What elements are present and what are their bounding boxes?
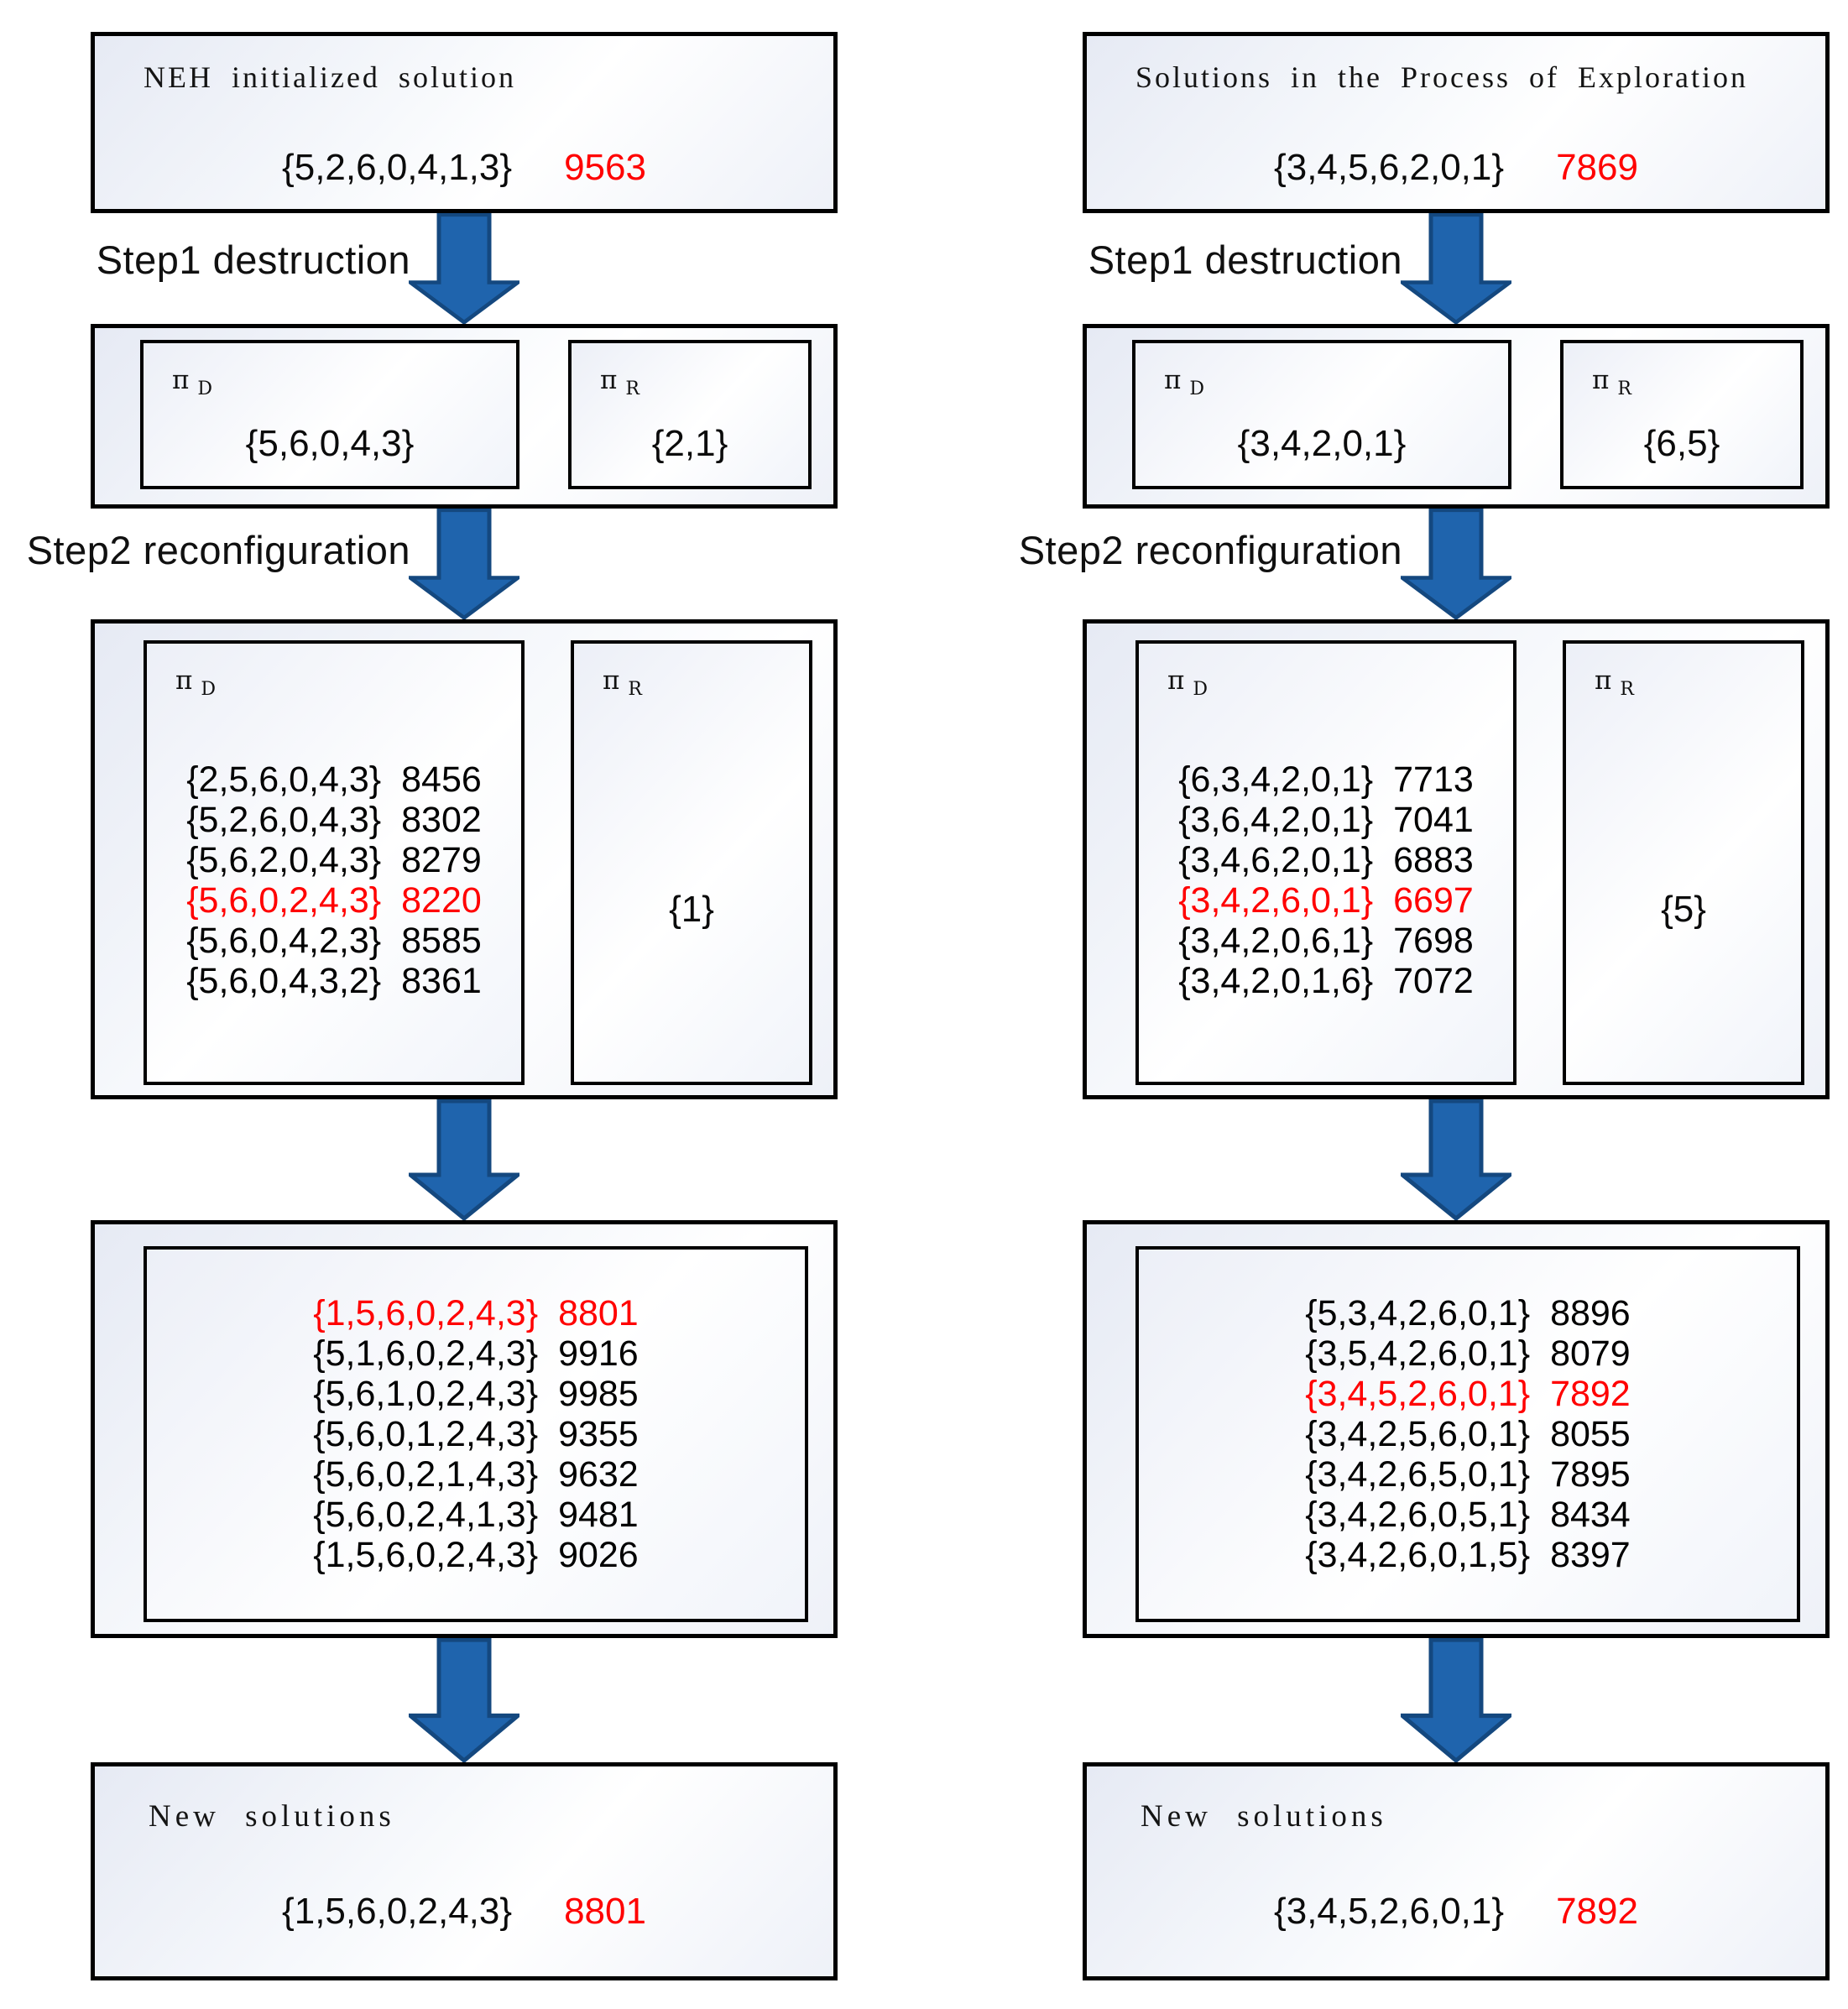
down-arrow-icon (1401, 213, 1511, 324)
list-item: {1,5,6,0,2,4,3}8801 (313, 1293, 639, 1333)
list-item: {5,6,0,2,4,3}8220 (186, 880, 482, 921)
list-item: {3,4,5,2,6,0,1}7892 (1305, 1374, 1631, 1414)
pi-r-value: {5} (1661, 889, 1706, 931)
down-arrow-icon (1401, 1638, 1511, 1762)
list-item: {5,2,6,0,4,3}8302 (186, 800, 482, 840)
pi-r-value: {2,1} (651, 423, 728, 465)
list-item: {5,6,0,4,2,3}8585 (186, 921, 482, 961)
down-arrow-icon (409, 1638, 519, 1762)
list-item: {3,4,2,0,1,6}7072 (1178, 961, 1474, 1001)
candidate-solutions-inner-box: {5,3,4,2,6,0,1}8896 {3,5,4,2,6,0,1}8079 … (1135, 1246, 1800, 1622)
box-title: New solutions (149, 1799, 395, 1834)
list-item: {1,5,6,0,2,4,3}9026 (313, 1535, 639, 1575)
insertion-trials-list: {6,3,4,2,0,1}7713 {3,6,4,2,0,1}7041 {3,4… (1139, 759, 1513, 1001)
permutation-text: {3,4,5,2,6,0,1} (1274, 1891, 1505, 1932)
candidate-solutions-inner-box: {1,5,6,0,2,4,3}8801 {5,1,6,0,2,4,3}9916 … (144, 1246, 808, 1622)
list-item: {5,3,4,2,6,0,1}8896 (1305, 1293, 1631, 1333)
box-title: Solutions in the Process of Exploration (1135, 60, 1748, 94)
list-item: {3,6,4,2,0,1}7041 (1178, 800, 1474, 840)
list-item: {5,6,0,2,1,4,3}9632 (313, 1454, 639, 1495)
makespan-value: 7869 (1556, 147, 1638, 188)
candidate-solutions-list: {1,5,6,0,2,4,3}8801 {5,1,6,0,2,4,3}9916 … (147, 1293, 805, 1575)
list-item: {3,4,2,6,0,5,1}8434 (1305, 1495, 1631, 1535)
pi-r-value: {6,5} (1643, 423, 1720, 465)
solution-value-row: {1,5,6,0,2,4,3} 8801 (95, 1891, 833, 1933)
left-column: NEH initialized solution {5,2,6,0,4,1,3}… (27, 0, 838, 2009)
list-item: {5,6,1,0,2,4,3}9985 (313, 1374, 639, 1414)
pi-d-value: {5,6,0,4,3} (245, 423, 415, 465)
step2-reconfiguration-label: Step2 reconfiguration (26, 528, 410, 572)
list-item: {3,4,2,0,6,1}7698 (1178, 921, 1474, 961)
insertion-trials-list: {2,5,6,0,4,3}8456 {5,2,6,0,4,3}8302 {5,6… (147, 759, 521, 1001)
permutation-text: {5,2,6,0,4,1,3} (282, 147, 513, 188)
box-title: New solutions (1141, 1799, 1387, 1834)
candidate-solutions-box: {5,3,4,2,6,0,1}8896 {3,5,4,2,6,0,1}8079 … (1083, 1220, 1830, 1638)
pi-r-value: {1} (669, 889, 714, 931)
list-item: {3,4,2,5,6,0,1}8055 (1305, 1414, 1631, 1454)
permutation-text: {3,4,5,6,2,0,1} (1274, 147, 1505, 188)
down-arrow-icon (409, 213, 519, 324)
box-title: NEH initialized solution (144, 60, 516, 94)
down-arrow-icon (1401, 509, 1511, 619)
makespan-value: 9563 (564, 147, 646, 188)
down-arrow-icon (409, 1099, 519, 1220)
exploration-solutions-box: Solutions in the Process of Exploration … (1083, 32, 1830, 213)
list-item: {3,5,4,2,6,0,1}8079 (1305, 1333, 1631, 1374)
down-arrow-icon (1401, 1099, 1511, 1220)
neh-initial-solution-box: NEH initialized solution {5,2,6,0,4,1,3}… (91, 32, 838, 213)
list-item: {3,4,2,6,0,1}6697 (1178, 880, 1474, 921)
candidate-solutions-box: {1,5,6,0,2,4,3}8801 {5,1,6,0,2,4,3}9916 … (91, 1220, 838, 1638)
step1-destruction-label: Step1 destruction (96, 237, 410, 282)
solution-value-row: {5,2,6,0,4,1,3} 9563 (95, 147, 833, 189)
step1-destruction-label: Step1 destruction (1088, 237, 1402, 282)
new-solutions-box: New solutions {3,4,5,2,6,0,1} 7892 (1083, 1762, 1830, 1980)
pi-d-value: {3,4,2,0,1} (1237, 423, 1407, 465)
makespan-value: 8801 (564, 1891, 646, 1932)
right-column: Solutions in the Process of Exploration … (1019, 0, 1830, 2009)
solution-value-row: {3,4,5,6,2,0,1} 7869 (1087, 147, 1825, 189)
permutation-text: {1,5,6,0,2,4,3} (282, 1891, 513, 1932)
list-item: {5,6,0,4,3,2}8361 (186, 961, 482, 1001)
list-item: {5,6,0,1,2,4,3}9355 (313, 1414, 639, 1454)
list-item: {5,1,6,0,2,4,3}9916 (313, 1333, 639, 1374)
list-item: {3,4,6,2,0,1}6883 (1178, 840, 1474, 880)
list-item: {3,4,2,6,0,1,5}8397 (1305, 1535, 1631, 1575)
list-item: {5,6,0,2,4,1,3}9481 (313, 1495, 639, 1535)
makespan-value: 7892 (1556, 1891, 1638, 1932)
solution-value-row: {3,4,5,2,6,0,1} 7892 (1087, 1891, 1825, 1933)
list-item: {5,6,2,0,4,3}8279 (186, 840, 482, 880)
list-item: {6,3,4,2,0,1}7713 (1178, 759, 1474, 800)
candidate-solutions-list: {5,3,4,2,6,0,1}8896 {3,5,4,2,6,0,1}8079 … (1139, 1293, 1797, 1575)
down-arrow-icon (409, 509, 519, 619)
list-item: {3,4,2,6,5,0,1}7895 (1305, 1454, 1631, 1495)
step2-reconfiguration-label: Step2 reconfiguration (1018, 528, 1402, 572)
list-item: {2,5,6,0,4,3}8456 (186, 759, 482, 800)
new-solutions-box: New solutions {1,5,6,0,2,4,3} 8801 (91, 1762, 838, 1980)
